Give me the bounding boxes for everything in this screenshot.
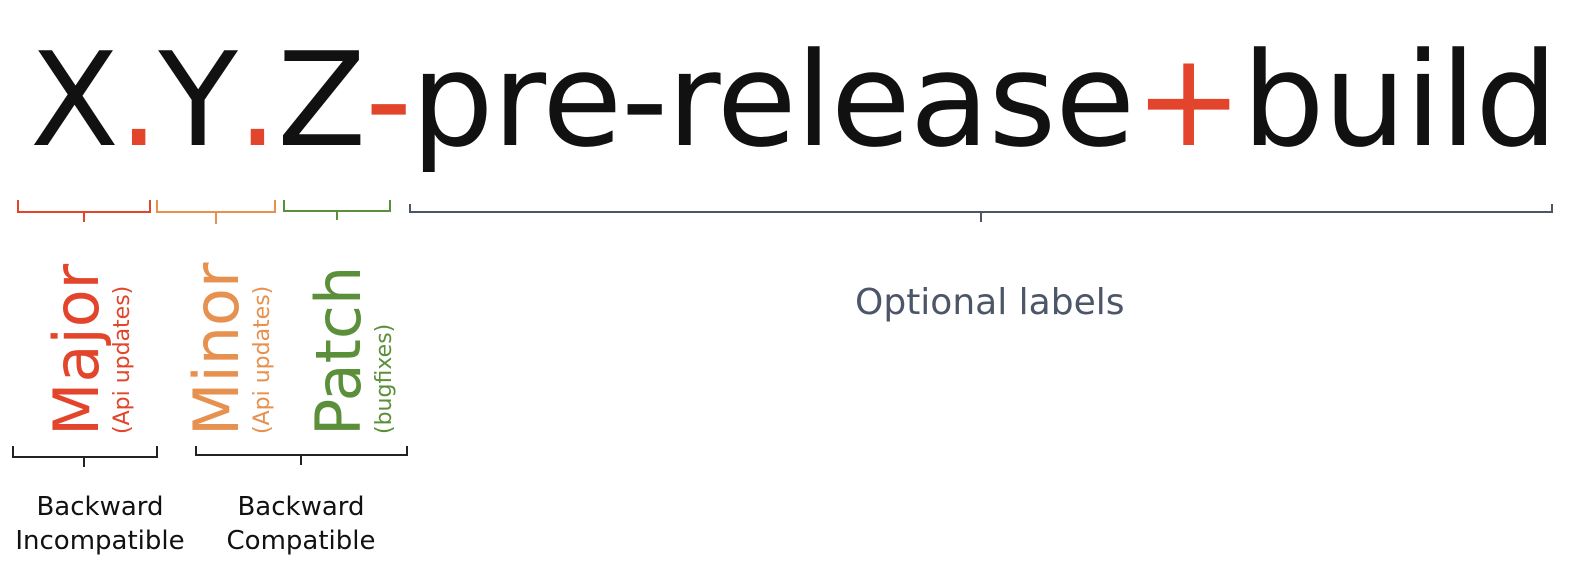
minor-note: (Api updates): [250, 285, 275, 434]
backward-incompatible-caption: Backward Incompatible: [5, 490, 195, 558]
dot-separator: .: [118, 24, 159, 176]
patch-name: Patch: [302, 265, 375, 436]
patch-bracket: [283, 200, 391, 220]
major-label: Major (Api updates): [40, 263, 136, 436]
major-placeholder: X: [30, 24, 119, 176]
patch-note: (bugfixes): [372, 323, 397, 434]
build-placeholder: build: [1242, 24, 1558, 176]
compatible-line2: Compatible: [226, 526, 376, 556]
compatible-bracket: [195, 446, 408, 465]
major-bracket: [17, 200, 151, 222]
minor-name: Minor: [180, 262, 253, 436]
patch-label: Patch (bugfixes): [302, 265, 398, 436]
major-note: (Api updates): [110, 285, 135, 434]
dot-separator: .: [236, 24, 278, 176]
version-format-title: X.Y.Z-pre-release+build: [30, 10, 1558, 190]
incompatible-bracket: [12, 446, 158, 467]
incompatible-line2: Incompatible: [15, 526, 185, 556]
dash-separator: -: [365, 24, 412, 176]
optional-labels: Optional labels: [855, 282, 1125, 323]
minor-bracket: [156, 200, 276, 224]
optional-bracket: [409, 204, 1553, 222]
compatible-line1: Backward: [237, 492, 365, 522]
pre-release-placeholder: pre-release: [411, 24, 1135, 176]
major-name: Major: [40, 263, 113, 436]
incompatible-line1: Backward: [36, 492, 164, 522]
minor-label: Minor (Api updates): [180, 262, 276, 436]
patch-placeholder: Z: [277, 24, 366, 176]
plus-separator: +: [1134, 24, 1243, 176]
minor-placeholder: Y: [158, 24, 237, 176]
backward-compatible-caption: Backward Compatible: [212, 490, 390, 558]
